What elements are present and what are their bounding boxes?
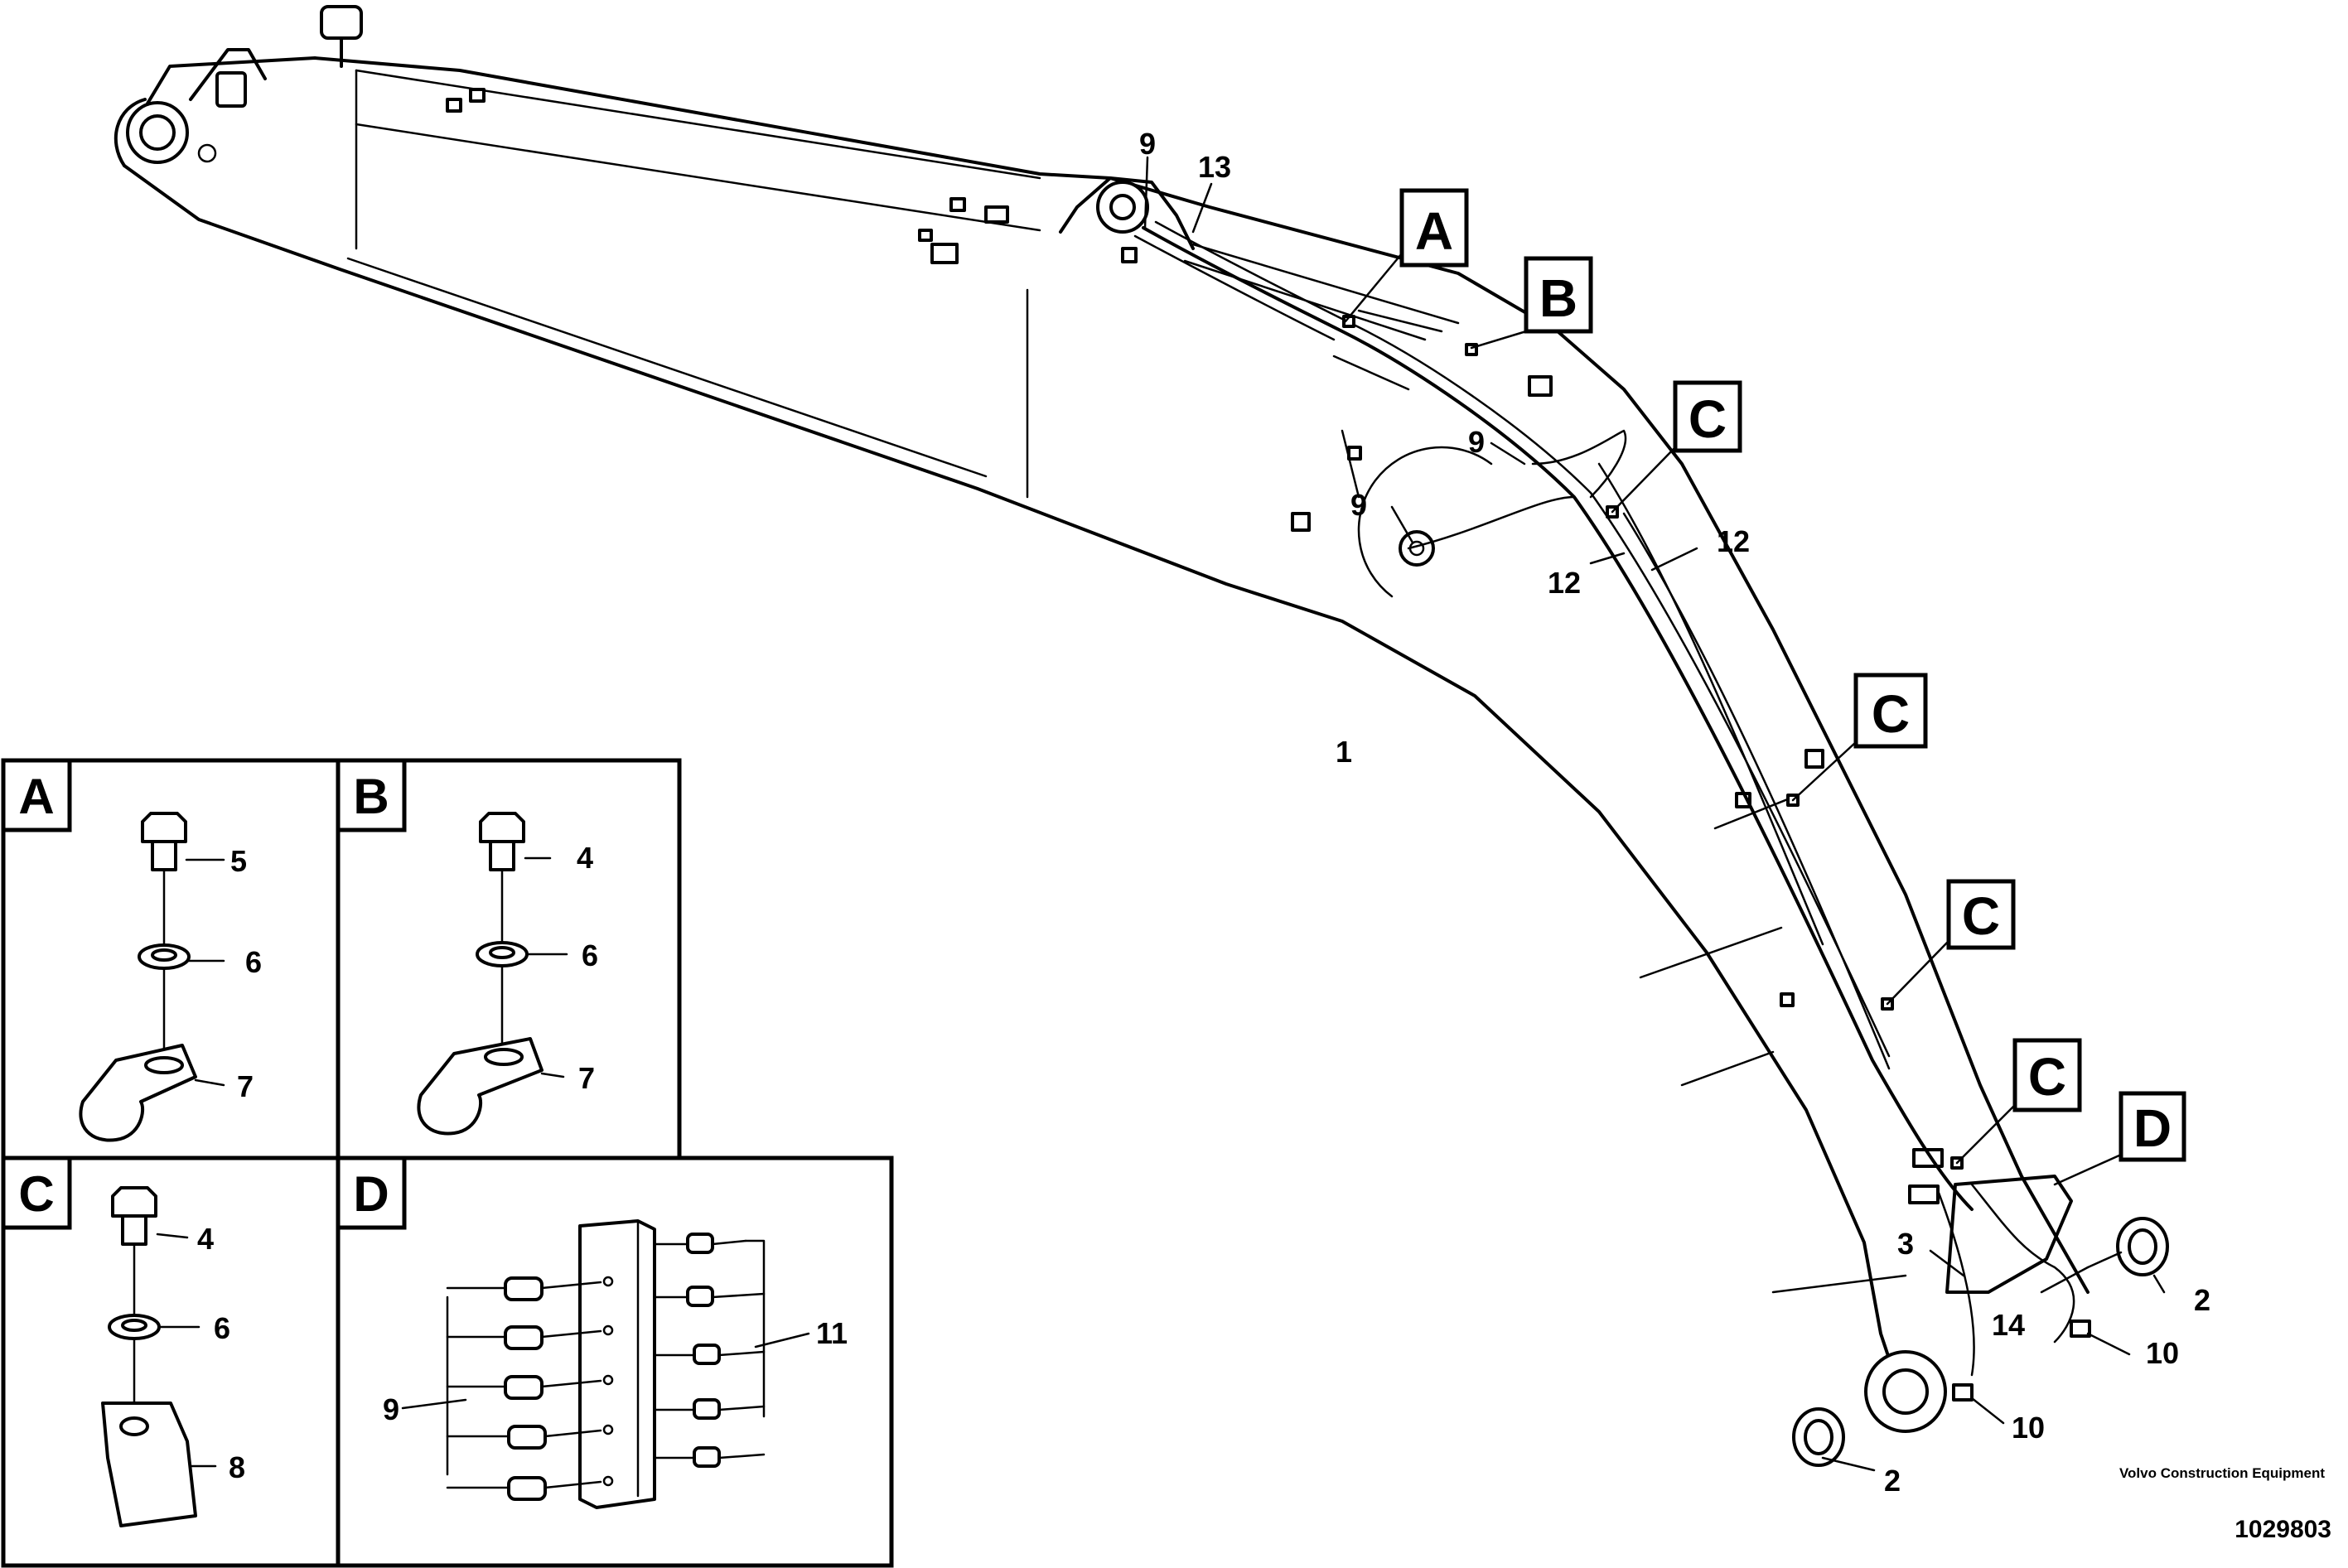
leader-lines <box>1143 156 2166 1472</box>
svg-text:D: D <box>353 1166 389 1222</box>
svg-text:D: D <box>2133 1098 2172 1158</box>
svg-text:C: C <box>1689 389 1727 449</box>
detail-marker-c4[interactable]: C <box>2012 1038 2082 1112</box>
detail-panel-a: A 5 6 7 <box>1 758 341 1160</box>
washer-a <box>138 943 191 970</box>
callout-bushing-top: 2 <box>2194 1283 2210 1317</box>
callout-hose: 3 <box>1897 1227 1914 1261</box>
detail-marker-d[interactable]: D <box>2119 1091 2186 1162</box>
callout-bolt-a: 5 <box>230 844 247 878</box>
callout-clamp-b: 7 <box>578 1061 595 1095</box>
callout-washer-a: 6 <box>245 945 262 979</box>
svg-text:C: C <box>1962 886 2000 946</box>
callout-pipe-12-right: 12 <box>1717 524 1750 558</box>
clamp-b <box>417 1037 544 1136</box>
callout-hose-14: 14 <box>1992 1308 2025 1342</box>
bolt-a <box>141 812 187 871</box>
bushing-top <box>2116 1217 2169 1276</box>
svg-text:A: A <box>18 769 54 824</box>
detail-marker-b[interactable]: B <box>1524 256 1593 334</box>
detail-marker-a[interactable]: A <box>1399 188 1469 268</box>
svg-text:C: C <box>2028 1047 2066 1107</box>
callout-bushing-bottom: 2 <box>1884 1464 1901 1498</box>
callout-washer-b: 6 <box>582 938 598 972</box>
washer-b <box>476 941 529 967</box>
bushing-bottom <box>1792 1407 1845 1467</box>
arm-callouts: 1 9 13 9 9 12 12 3 14 2 10 10 2 <box>1139 127 2210 1498</box>
callout-plug-10-bottom: 10 <box>2012 1411 2045 1445</box>
detail-panel-d: D <box>336 1155 894 1568</box>
bolt-c <box>111 1186 157 1246</box>
callout-washer-c: 6 <box>214 1311 230 1345</box>
callout-pipe-12-left: 12 <box>1548 566 1581 600</box>
detail-marker-c2[interactable]: C <box>1853 673 1928 749</box>
svg-text:A: A <box>1415 201 1453 261</box>
clamp-a <box>79 1044 197 1142</box>
bolt-b <box>479 812 525 871</box>
svg-text:B: B <box>353 769 389 824</box>
detail-panel-b: B 4 6 7 <box>336 758 682 1160</box>
callout-clamp-a: 7 <box>237 1069 254 1103</box>
callout-pipe-13: 13 <box>1198 150 1231 184</box>
callout-clamp-c: 8 <box>229 1450 245 1484</box>
callout-bolt-b: 4 <box>577 841 593 875</box>
callout-bolt-c: 4 <box>197 1222 214 1256</box>
plugs-right <box>653 1233 766 1468</box>
clamp-c <box>101 1402 197 1527</box>
callout-arm: 1 <box>1336 735 1352 769</box>
detail-marker-c1[interactable]: C <box>1673 380 1742 453</box>
brand-label: Volvo Construction Equipment <box>2119 1465 2326 1481</box>
callout-nipple-top: 9 <box>1139 127 1156 161</box>
callout-nipple-mid: 9 <box>1468 425 1485 459</box>
detail-panel-c: C 4 6 8 <box>1 1155 341 1568</box>
svg-text:C: C <box>1872 684 1910 744</box>
washer-c <box>108 1314 161 1340</box>
callout-plug-d: 11 <box>816 1316 848 1350</box>
callout-nipple-low: 9 <box>1350 488 1367 522</box>
svg-text:C: C <box>18 1166 54 1222</box>
nipples-left <box>446 1276 614 1501</box>
svg-text:B: B <box>1539 268 1577 328</box>
detail-marker-c3[interactable]: C <box>1946 879 2016 950</box>
arm-drawing <box>114 5 2169 1467</box>
callout-nipple-d: 9 <box>383 1392 399 1426</box>
callout-plug-10-right: 10 <box>2146 1336 2179 1370</box>
document-number: 1029803 <box>2234 1516 2331 1543</box>
